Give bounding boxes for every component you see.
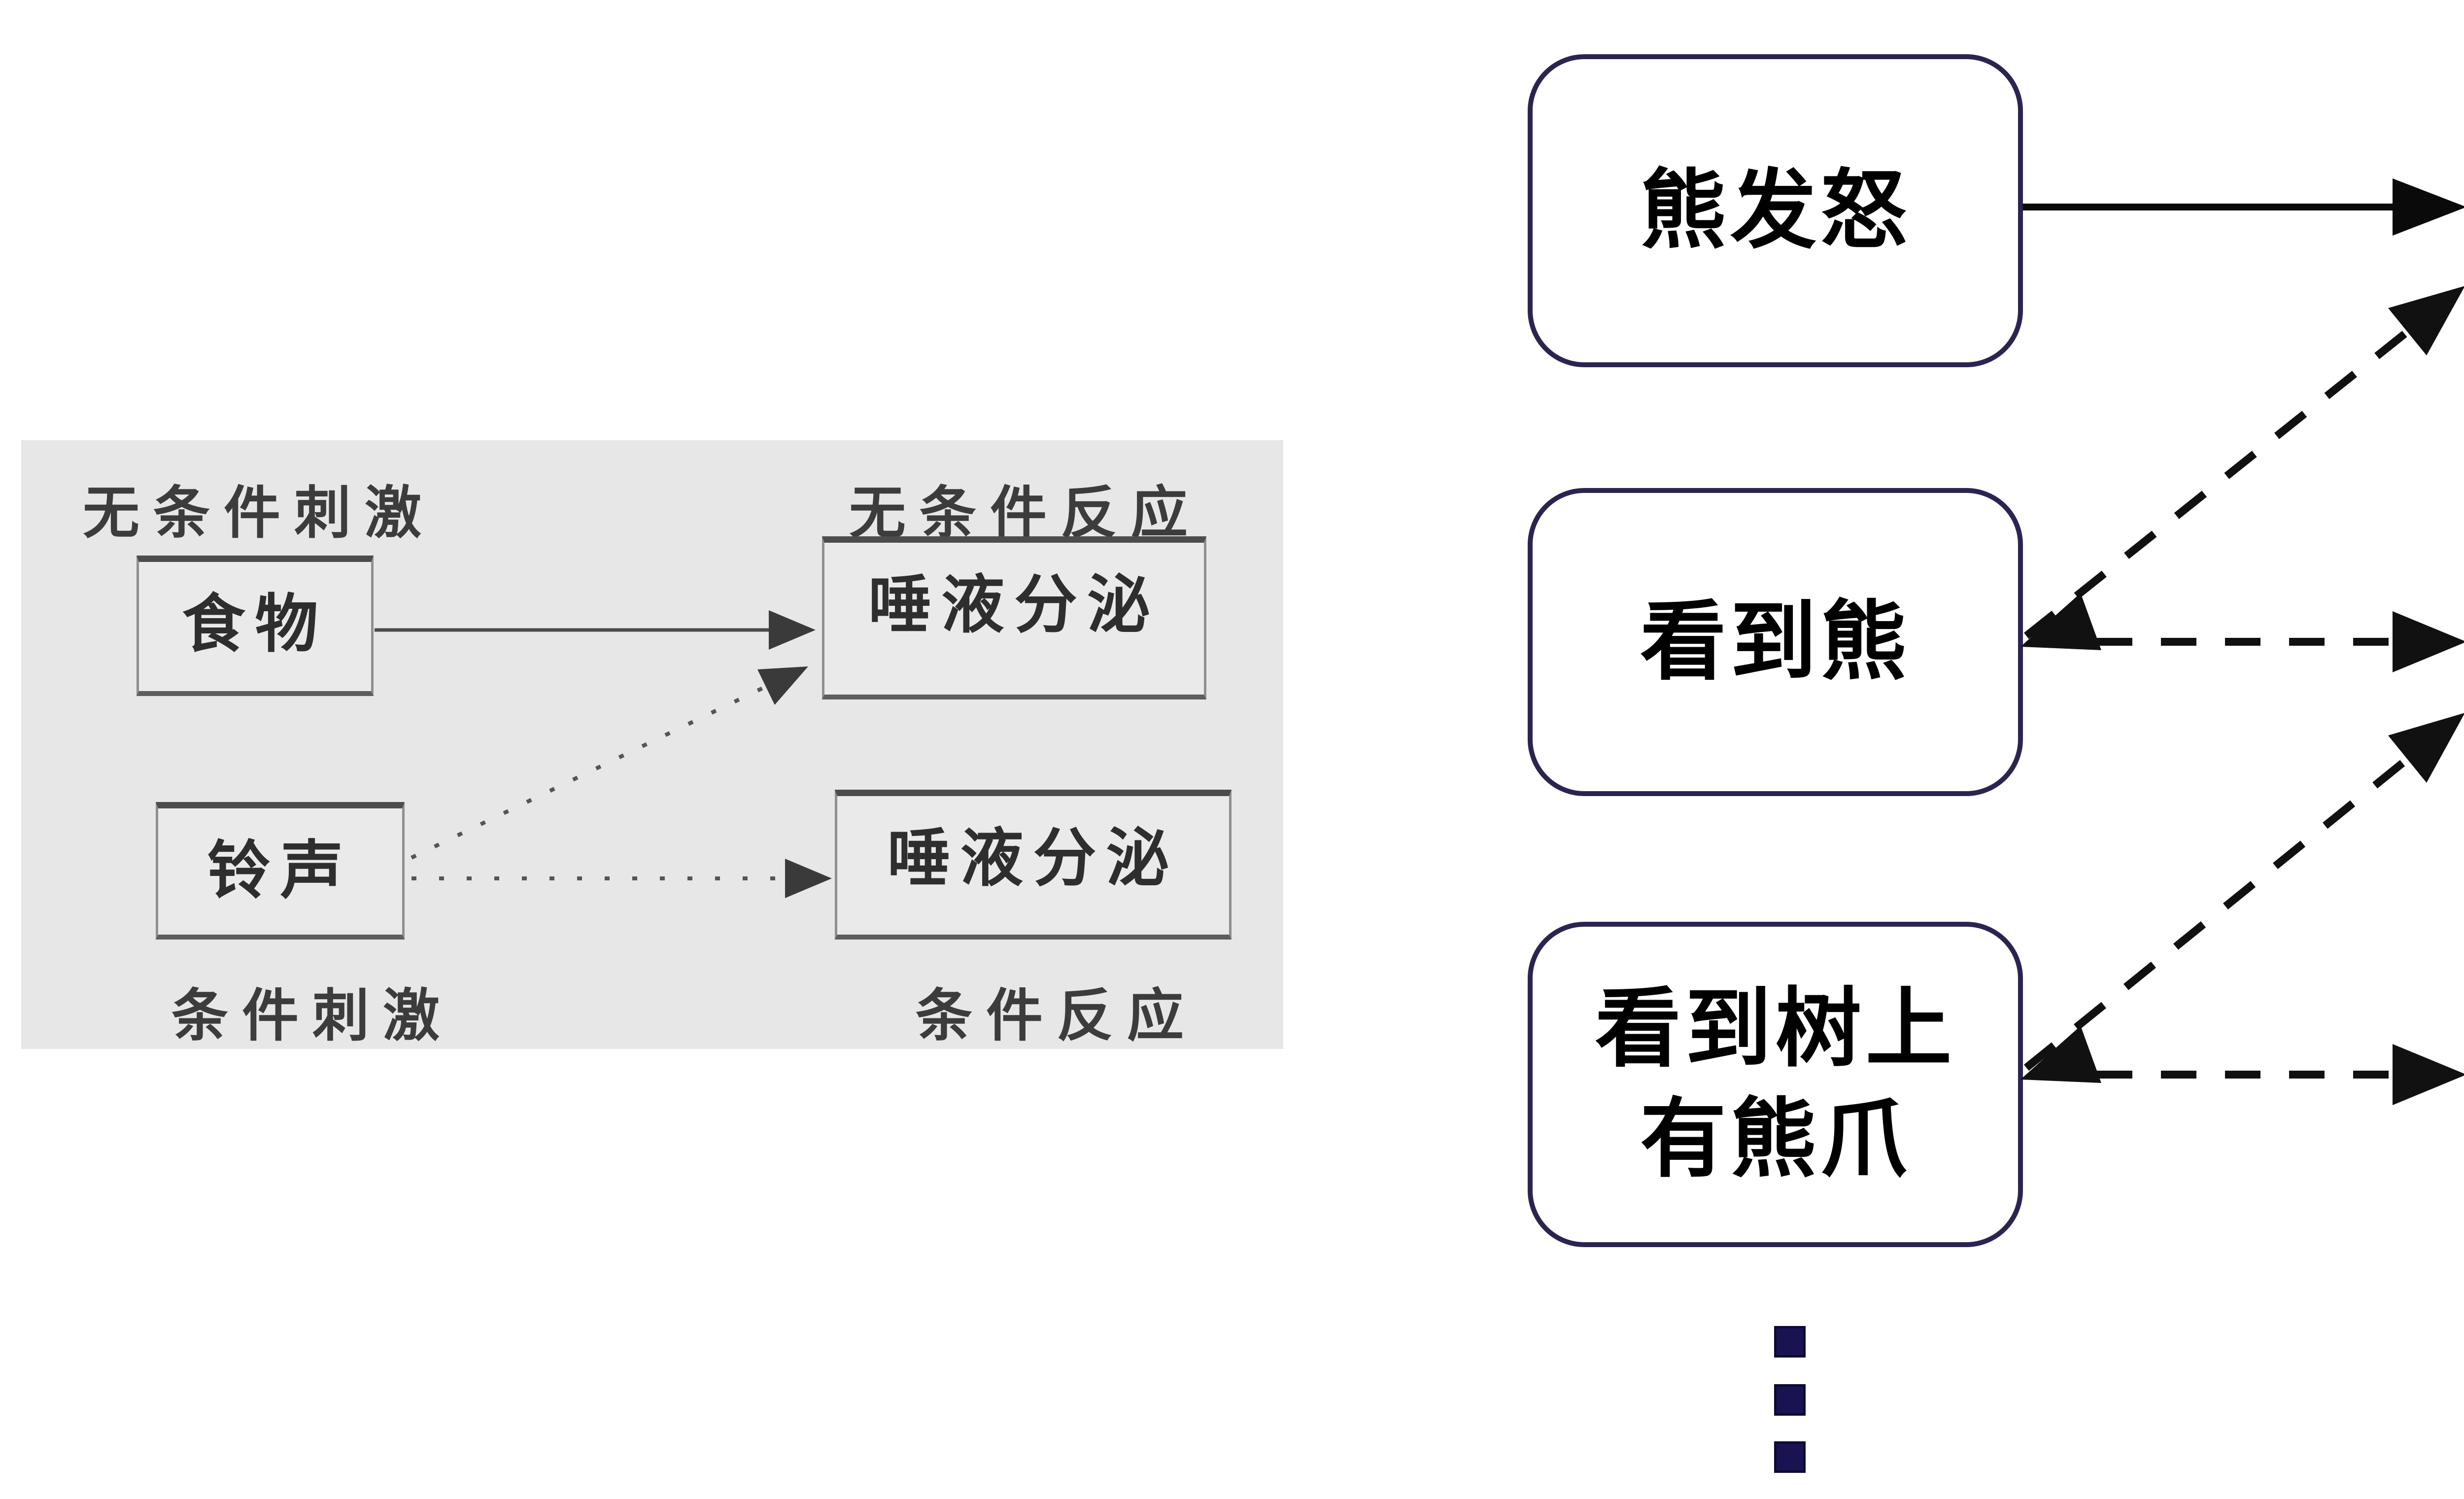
see-claw-marks-label-line2: 有熊爪 [1640, 1091, 1911, 1187]
salivation-bottom-label: 唾液分泌 [887, 823, 1179, 894]
see-bear-label: 看到熊 [1640, 593, 1911, 690]
label-unconditioned-response: 无条件反应 [849, 482, 1202, 545]
bell-box: 铃声 [156, 802, 405, 940]
salivation-box-bottom: 唾液分泌 [835, 790, 1232, 940]
label-conditioned-stimulus: 条件刺激 [171, 984, 454, 1047]
bear-to-reward-arrow [2023, 178, 2464, 236]
see-claw-marks-label-line1: 看到树上 [1595, 981, 1956, 1077]
salivation-box-top: 唾液分泌 [822, 536, 1206, 699]
claw-marks-vs-dashed-arrow [2020, 1026, 2464, 1105]
ellipsis-dot-left-3 [1774, 1441, 1806, 1473]
label-unconditioned-stimulus: 无条件刺激 [83, 482, 436, 545]
food-box-label: 食物 [182, 589, 328, 660]
stimulus-box-see-claw-marks: 看到树上 有熊爪 [1528, 922, 2023, 1247]
label-conditioned-response: 条件反应 [916, 984, 1198, 1047]
claw-marks-to-vsprime-dashed-arrow [2023, 713, 2464, 1071]
see-bear-vsprime-dashed-arrow [2020, 593, 2464, 672]
bell-box-label: 铃声 [207, 836, 353, 906]
ellipsis-dot-left-1 [1774, 1326, 1806, 1358]
food-box: 食物 [137, 556, 374, 696]
classical-conditioning-panel: 无条件刺激 无条件反应 条件刺激 条件反应 食物 唾液分泌 铃声 唾液分泌 [21, 440, 1283, 1049]
ellipsis-dot-left-2 [1774, 1384, 1806, 1416]
see-bear-to-reward-dashed-arrow [2024, 286, 2464, 639]
salivation-top-label: 唾液分泌 [868, 570, 1160, 640]
bear-angry-label: 熊发怒 [1640, 162, 1911, 259]
stimulus-box-see-bear: 看到熊 [1528, 488, 2023, 796]
stimulus-box-bear-angry: 熊发怒 [1528, 54, 2023, 367]
